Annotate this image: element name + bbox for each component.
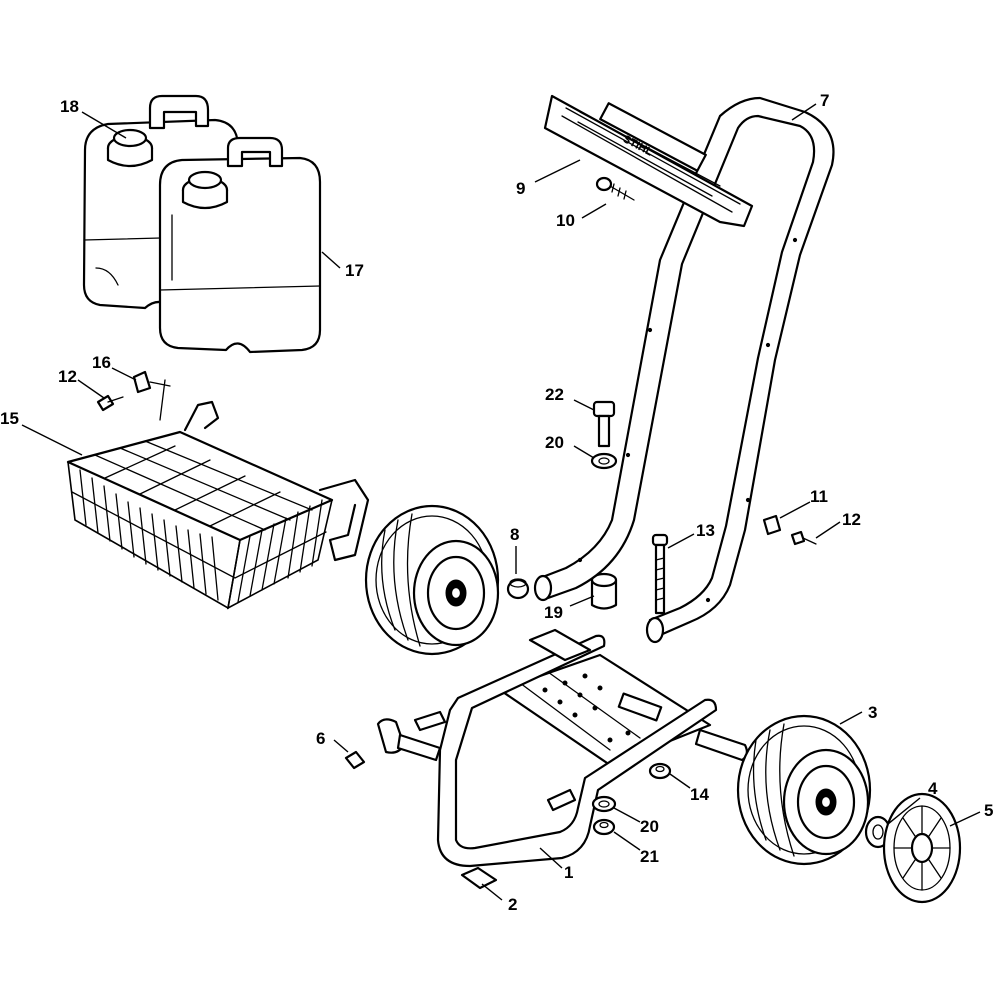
screw-10 [595,176,635,201]
callout-12-right: 12 [842,510,861,529]
callout-9: 9 [516,179,525,198]
callout-10: 10 [556,211,575,230]
screw-12-right [790,530,817,546]
callout-20-lower: 20 [640,817,659,836]
callout-15: 15 [0,409,19,428]
plug-8 [506,578,530,600]
callout-7: 7 [820,91,829,110]
wheel-right [736,714,872,866]
callout-18: 18 [60,97,79,116]
callout-3: 3 [868,703,877,722]
callout-4: 4 [928,779,938,798]
nut-14 [648,762,672,780]
spacer-19 [590,572,618,610]
callout-labels: 18 17 12 16 15 7 9 10 22 20 8 19 13 11 1… [0,91,993,914]
callout-11: 11 [810,487,828,506]
clip-11 [762,514,782,536]
wheel-left [364,504,500,656]
callout-12-left: 12 [58,367,77,386]
nut-21 [592,818,616,836]
callout-5: 5 [984,801,993,820]
callout-13: 13 [696,521,715,540]
handle-frame [533,96,835,644]
washer-20-lower [591,795,617,813]
hubcap-5 [882,792,962,904]
clip-16 [132,370,152,394]
callout-20-upper: 20 [545,433,564,452]
callout-8: 8 [510,525,519,544]
callout-16: 16 [92,353,111,372]
callout-19: 19 [544,603,563,622]
screw-12-left [96,394,124,412]
washer-20-upper [590,452,618,470]
pin-6 [344,750,366,770]
cap-2 [460,866,498,890]
canister-front [158,136,322,354]
handle-grip: STIHL [543,94,754,228]
callout-17: 17 [345,261,364,280]
bolt-22 [592,400,616,448]
callout-22: 22 [545,385,564,404]
callout-21: 21 [640,847,659,866]
base-frame [376,628,749,868]
callout-6: 6 [316,729,325,748]
callout-14: 14 [690,785,709,804]
callout-1: 1 [564,863,573,882]
bolt-13 [651,533,669,615]
wire-basket [66,379,370,610]
callout-2: 2 [508,895,517,914]
leader-lines [21,103,981,901]
